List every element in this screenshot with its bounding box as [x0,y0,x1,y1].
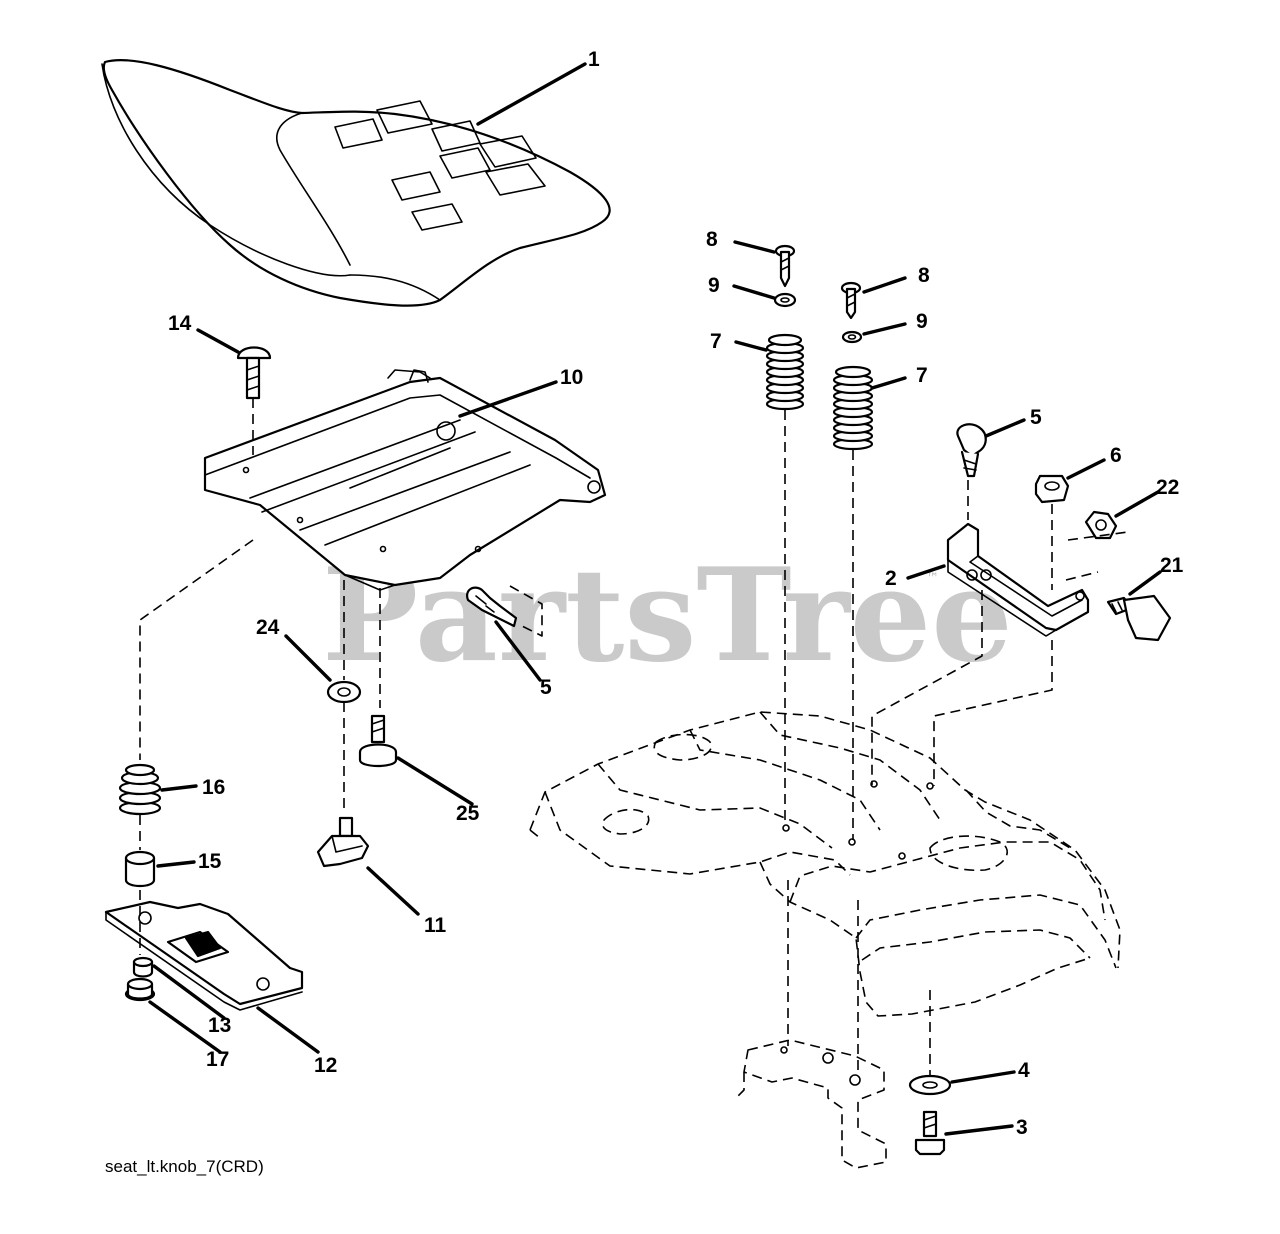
washer-part-9-left [773,292,797,308]
callout-21: 21 [1160,554,1184,577]
clip-part-5-right [956,423,987,478]
callout-7-left: 7 [710,330,722,353]
seat-pan-part-10 [203,369,607,591]
tractor-chassis-reference [529,711,1121,1169]
callout-7-right: 7 [916,364,928,387]
callout-16: 16 [202,776,225,799]
spring-part-7-left [765,333,805,411]
callout-9-left: 9 [708,274,720,297]
callout-labels: 1 2 3 4 5 5 6 7 7 8 8 9 9 10 11 12 13 14… [168,48,1184,1139]
callout-8-right: 8 [918,264,930,287]
screw-part-8-left [774,244,796,288]
seat-part-1 [101,59,611,307]
flange-nut-part-17 [124,977,156,1002]
watermark-trademark: ™ [926,571,939,586]
bolt-part-21 [1106,594,1172,642]
callout-15: 15 [198,850,222,873]
callout-3: 3 [1016,1116,1028,1139]
callout-10: 10 [560,366,583,389]
clip-part-5-left [466,585,543,637]
bracket-part-2 [946,522,1090,637]
knob-part-11 [316,816,370,868]
callout-14: 14 [168,312,192,335]
bolt-part-3 [914,1110,946,1156]
spring-part-7-right [832,365,874,451]
callout-17: 17 [206,1048,229,1071]
callout-22: 22 [1156,476,1179,499]
callout-6: 6 [1110,444,1122,467]
callout-11: 11 [424,914,447,937]
spring-part-16 [118,763,162,816]
nut-part-6 [1034,474,1070,504]
carriage-bolt-part-14 [236,346,272,400]
callout-25: 25 [456,802,480,825]
washer-part-24 [326,680,362,704]
callout-24: 24 [256,616,280,639]
callout-1: 1 [588,48,600,71]
screw-part-8-right [840,281,862,320]
callout-8-left: 8 [706,228,718,251]
washer-part-9-right [841,330,863,344]
callout-5-right: 5 [1030,406,1042,429]
callout-13: 13 [208,1014,231,1037]
callout-5-left: 5 [540,676,552,699]
shoulder-bolt-part-25 [358,714,398,768]
callout-2: 2 [885,567,897,590]
nut-part-22 [1084,510,1118,540]
nut-part-13 [132,956,154,978]
bracket-part-12 [104,900,304,1011]
callout-4: 4 [1018,1059,1030,1082]
callout-12: 12 [314,1054,337,1077]
callout-9-right: 9 [916,310,928,333]
spacer-part-15 [124,850,156,888]
leader-lines [148,62,1162,1136]
diagram-code-label: seat_lt.knob_7(CRD) [105,1157,264,1176]
washer-part-4 [908,1074,952,1096]
